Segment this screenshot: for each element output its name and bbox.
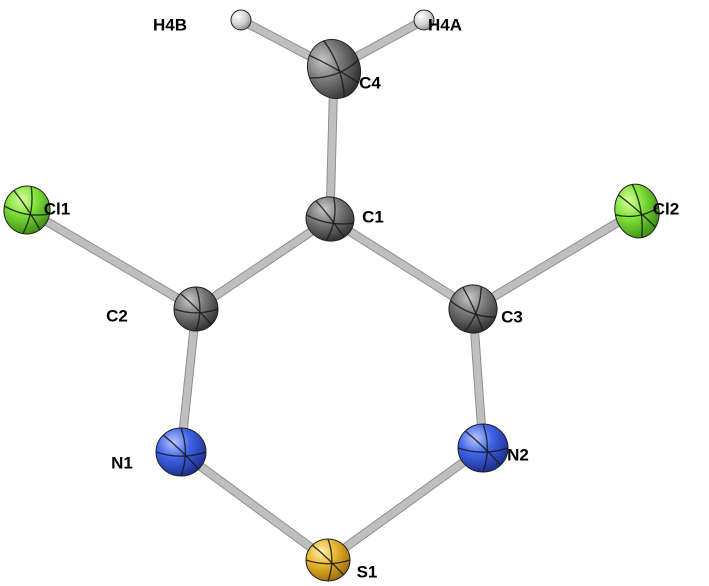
ellipsoid-axis xyxy=(305,559,351,565)
atom-label-c3: C3 xyxy=(501,307,523,326)
atom-label-s1: S1 xyxy=(357,562,378,581)
atom-h4a xyxy=(413,9,435,31)
ellipsoid-axis xyxy=(323,40,345,98)
ellipsoid-axis xyxy=(327,538,333,582)
atom-ellipsoid-c4 xyxy=(307,38,361,100)
atom-label-h4b: H4B xyxy=(153,15,187,34)
ellipsoid-axis xyxy=(615,206,660,218)
ellipsoid-axis xyxy=(3,205,50,216)
bond-c3-cl2 xyxy=(469,207,641,313)
ellipsoid-axis xyxy=(312,544,344,576)
bond-c2-cl1 xyxy=(23,206,200,313)
atom-n2 xyxy=(457,423,509,473)
ellipsoid-axis xyxy=(22,186,33,234)
atom-c3 xyxy=(448,284,498,334)
bonds-layer xyxy=(22,15,642,565)
ellipsoid-axis xyxy=(180,427,187,477)
atom-ellipsoid-c3 xyxy=(448,284,498,334)
atom-label-h4a: H4A xyxy=(428,15,462,34)
ellipsoid-axis xyxy=(618,194,656,228)
atom-ellipsoid-h4b xyxy=(230,9,252,31)
bond-n1-s1 xyxy=(177,448,332,564)
atom-c4 xyxy=(307,38,361,100)
atom-ellipsoid-h4a xyxy=(413,9,435,31)
ellipsoid-axis xyxy=(462,287,484,331)
bond-n2-s1 xyxy=(324,444,487,564)
ellipsoid-axis xyxy=(306,214,354,225)
ellipsoid-axis xyxy=(315,200,345,238)
atom-label-c1: C1 xyxy=(362,207,384,226)
ellipsoid-axis xyxy=(13,190,41,230)
atom-label-n1: N1 xyxy=(111,453,133,472)
ellipsoid-axis xyxy=(631,184,643,238)
atom-n1 xyxy=(155,427,207,477)
ellipsoid-axis xyxy=(195,286,201,332)
atom-ellipsoid-s1 xyxy=(305,538,351,582)
atom-cl2 xyxy=(614,183,660,239)
ellipsoid-axis xyxy=(464,286,482,332)
atom-label-c4: C4 xyxy=(359,73,381,92)
ellipsoid-axis xyxy=(450,300,496,318)
atom-label-c2: C2 xyxy=(106,306,128,325)
atom-c2 xyxy=(173,286,219,332)
ellipsoid-axis xyxy=(465,430,502,466)
bond-c1-c2 xyxy=(192,215,334,313)
ellipsoid-axis xyxy=(163,434,200,470)
atom-c1 xyxy=(305,196,355,242)
ellipsoid-axis xyxy=(309,54,359,84)
ellipsoid-axis xyxy=(325,197,336,242)
ellipsoid-axis xyxy=(309,59,359,79)
ellipsoid-axis xyxy=(180,293,212,325)
ellipsoid-axis xyxy=(482,423,489,473)
atom-h4b xyxy=(230,9,252,31)
atom-s1 xyxy=(305,538,351,582)
bond-c1-c3 xyxy=(326,215,477,313)
ellipsoid-axis xyxy=(155,451,207,457)
atom-cl1 xyxy=(3,185,51,235)
atom-label-cl1: Cl1 xyxy=(44,199,70,218)
ellipsoid-axis xyxy=(457,447,509,453)
atoms-layer xyxy=(3,9,660,582)
atom-label-n2: N2 xyxy=(507,445,529,464)
ellipsoid-axis xyxy=(173,308,219,314)
atom-label-cl2: Cl2 xyxy=(653,199,679,218)
